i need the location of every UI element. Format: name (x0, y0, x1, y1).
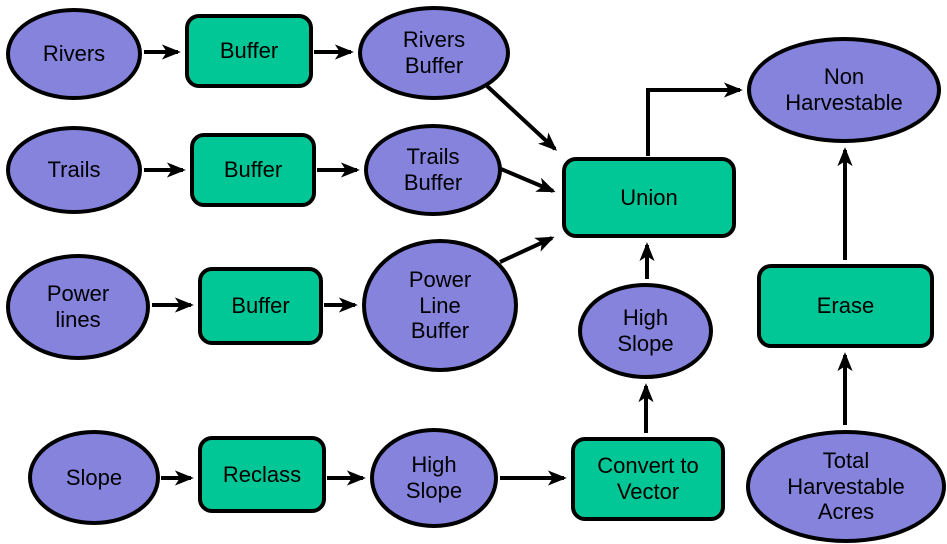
node-buffer-1-label: Buffer (219, 38, 279, 64)
node-trails-buffer: Trails Buffer (364, 124, 502, 216)
node-trails: Trails (6, 126, 142, 214)
node-buffer-2: Buffer (190, 133, 316, 207)
node-slope: Slope (28, 430, 160, 525)
arrow-union-to-non-harvestable (646, 82, 743, 156)
node-power-lines-label: Power lines (46, 281, 110, 332)
node-rivers-label: Rivers (42, 41, 106, 67)
node-rivers: Rivers (6, 8, 142, 100)
node-trails-label: Trails (47, 157, 101, 183)
arrow-rivers-buffer-to-union (485, 84, 558, 151)
arrow-trails-buffer-to-union (500, 167, 556, 193)
node-buffer-3: Buffer (198, 267, 323, 345)
node-union: Union (562, 157, 736, 238)
node-erase: Erase (757, 264, 934, 348)
node-high-slope-raster: High Slope (370, 428, 498, 528)
node-slope-label: Slope (65, 464, 123, 490)
node-power-line-buffer-label: Power Line Buffer (408, 266, 472, 344)
node-reclass: Reclass (198, 436, 326, 513)
node-high-slope-raster-label: High Slope (405, 452, 463, 503)
node-buffer-3-label: Buffer (231, 293, 290, 319)
node-buffer-2-label: Buffer (223, 157, 283, 183)
node-power-line-buffer: Power Line Buffer (362, 239, 518, 372)
arrow-power-line-buffer-to-union (499, 236, 555, 264)
node-convert-to-vector-label: Convert to Vector (597, 453, 699, 504)
node-union-label: Union (620, 184, 678, 210)
node-buffer-1: Buffer (185, 14, 313, 88)
node-high-slope-vector: High Slope (578, 283, 713, 379)
node-non-harvestable-label: Non Harvestable (785, 64, 903, 115)
node-convert-to-vector: Convert to Vector (571, 437, 725, 521)
node-total-harvestable-acres-label: Total Harvestable Acres (787, 447, 905, 525)
node-non-harvestable: Non Harvestable (747, 37, 941, 143)
node-high-slope-vector-label: High Slope (617, 305, 674, 356)
node-total-harvestable-acres: Total Harvestable Acres (746, 430, 946, 543)
node-reclass-label: Reclass (222, 461, 302, 487)
node-erase-label: Erase (816, 293, 875, 319)
node-rivers-buffer-label: Rivers Buffer (402, 27, 466, 78)
node-power-lines: Power lines (6, 254, 150, 360)
node-rivers-buffer: Rivers Buffer (358, 6, 510, 100)
node-trails-buffer-label: Trails Buffer (403, 144, 463, 195)
